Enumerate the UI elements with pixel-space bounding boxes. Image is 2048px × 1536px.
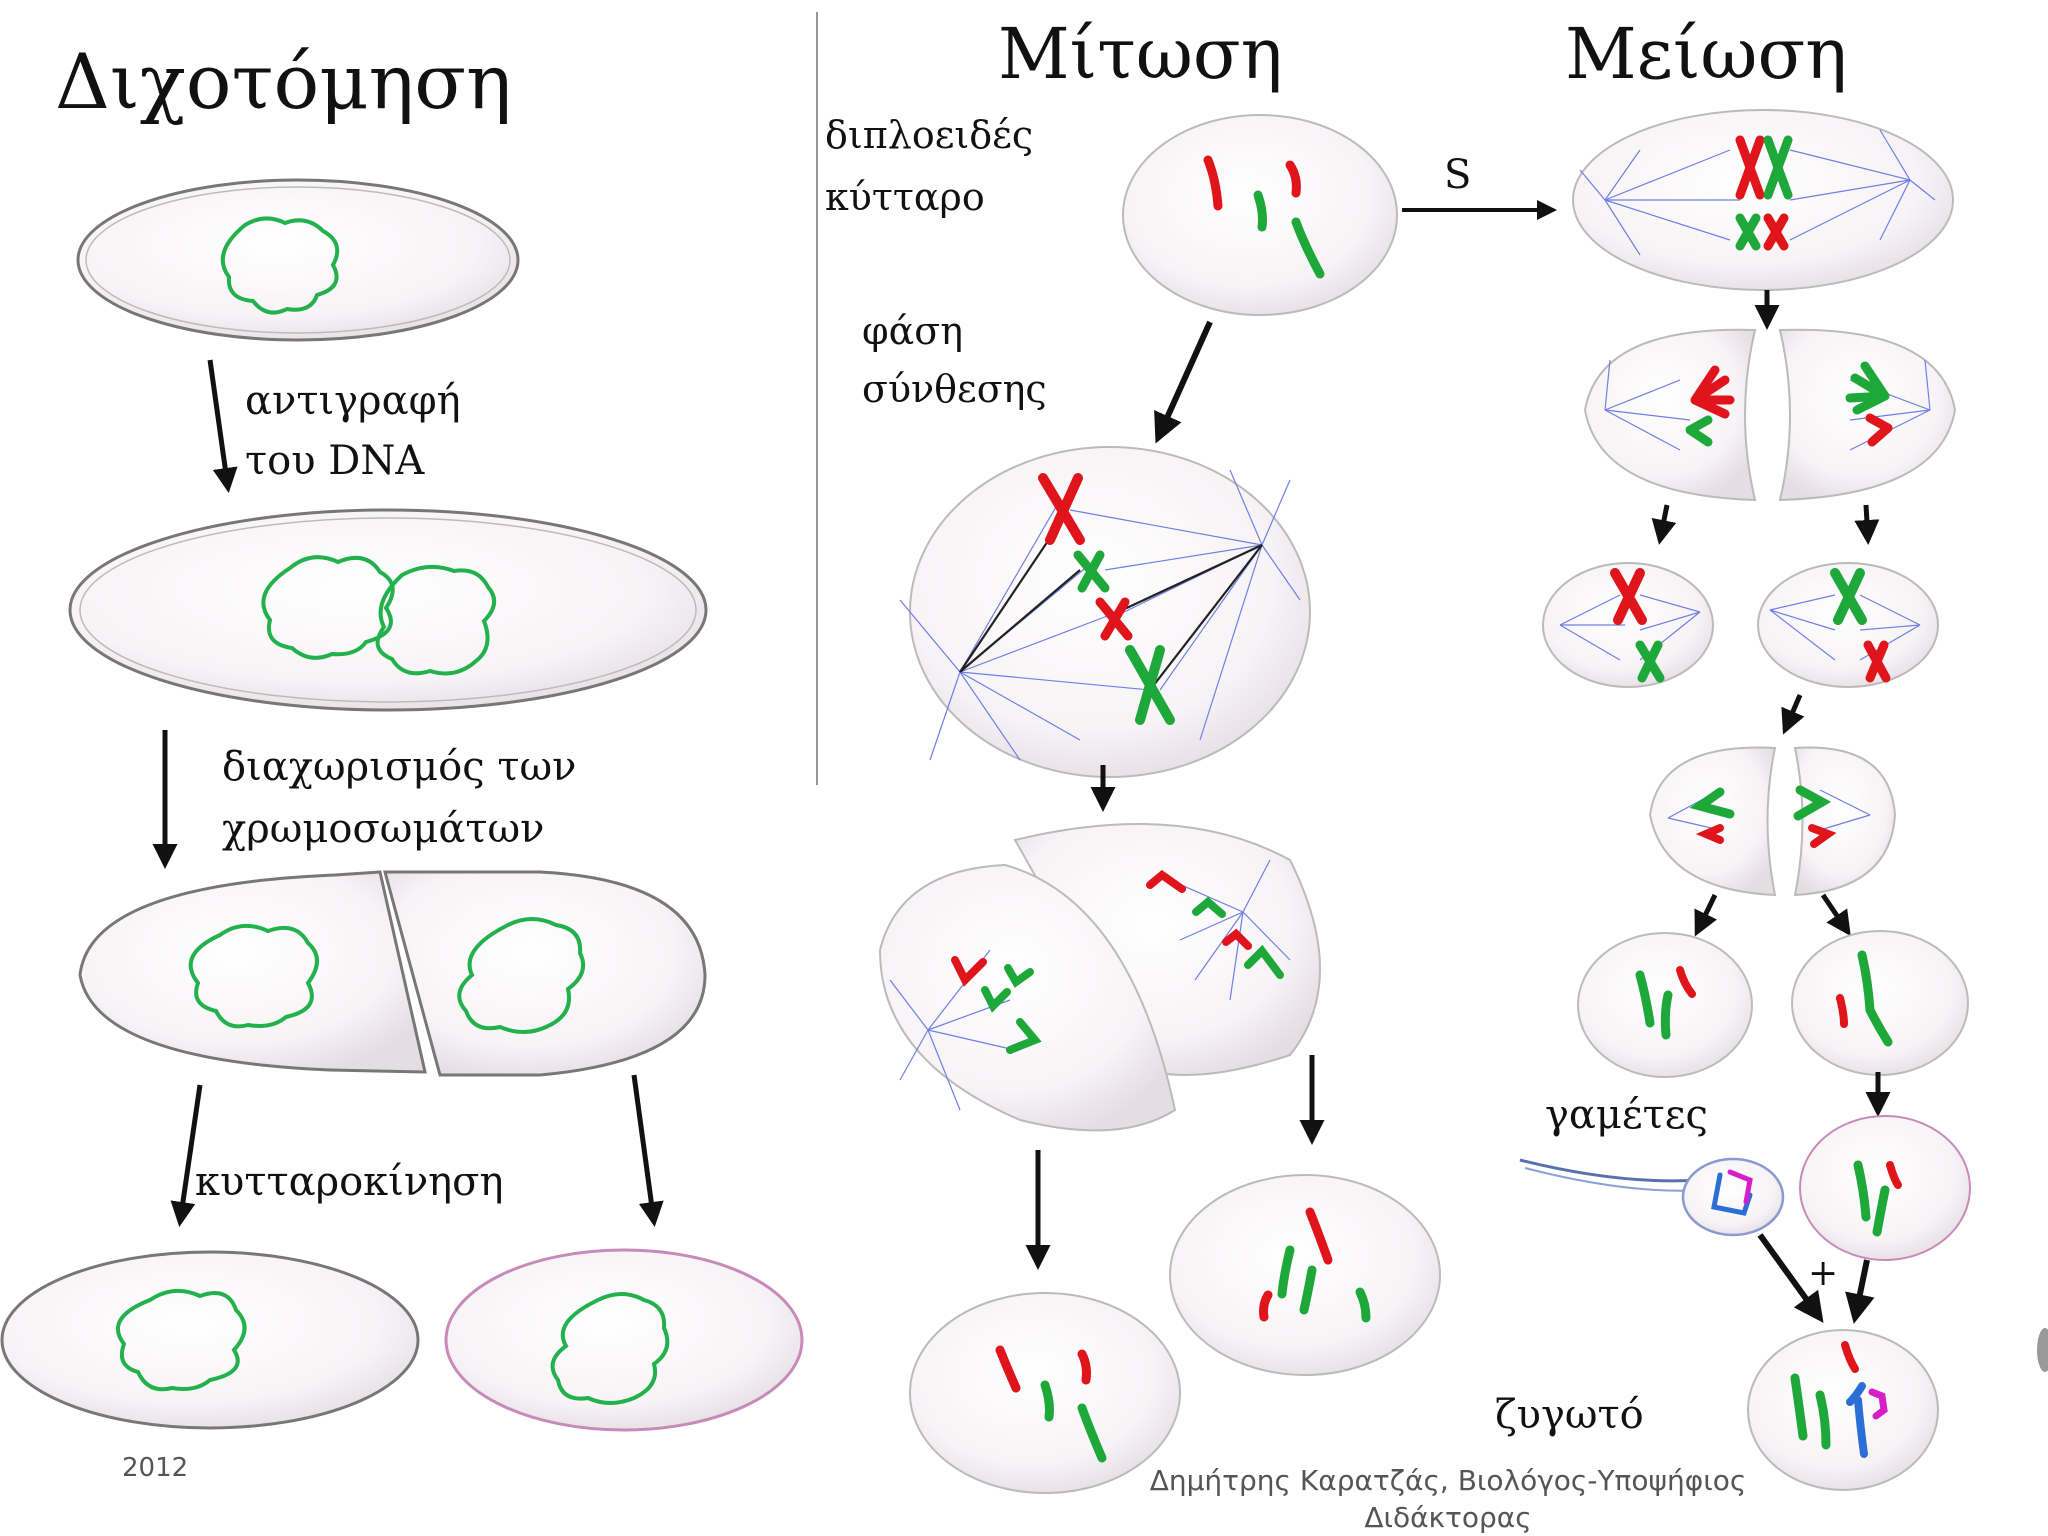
- plus-sign: +: [1808, 1253, 1838, 1294]
- mitosis-daughter-cell-right: [1169, 1174, 1441, 1376]
- arrow-fertilization-egg: [1845, 1259, 1875, 1324]
- binary-fission-column: αντιγραφή του DNA διαχωρισμός των χρωμοσ…: [0, 178, 804, 1432]
- circular-dna-2: [375, 564, 496, 676]
- circular-dna-left: [188, 923, 319, 1029]
- mitosis-column: διπλοειδές κύτταρο S φάση σύνθεσης: [825, 113, 1557, 1494]
- egg-cell: [1799, 1115, 1971, 1261]
- daughter-bacterial-cell-right: [444, 1248, 804, 1432]
- circular-dna: [220, 216, 340, 315]
- arrow-cytokinesis-right: [631, 1074, 664, 1227]
- bacterial-cell: [76, 178, 520, 342]
- meiosis-title: Μείωση: [1565, 13, 1847, 95]
- bacterial-cell-replicated: [68, 508, 708, 712]
- circular-dna-daughter-right: [550, 1292, 670, 1405]
- arrow-meiosis-2a: [1651, 504, 1677, 545]
- binary-fission-title: Διχοτόμηση: [55, 37, 512, 126]
- label-diploid-1: διπλοειδές: [825, 113, 1033, 157]
- circular-dna-1: [261, 555, 395, 660]
- mitosis-daughter-cell-left: [909, 1292, 1181, 1494]
- label-gametes: γαμέτες: [1545, 1092, 1708, 1138]
- separating-chromatids: [951, 869, 1284, 1054]
- diploid-cell: [1122, 114, 1398, 316]
- meiosis-anaphase-2: [1648, 746, 1897, 897]
- arrow-meiosis-3: [1781, 694, 1805, 735]
- meiosis-anaphase-1: [1583, 328, 1957, 502]
- mitosis-metaphase-cell: [899, 446, 1311, 778]
- label-replication-1: αντιγραφή: [245, 378, 461, 424]
- meiosis-2-metaphase-left: [1542, 562, 1714, 688]
- circular-dna-daughter-left: [116, 1288, 247, 1392]
- arrow-cytokinesis-left: [170, 1084, 203, 1227]
- bacterial-cell-dividing: [78, 870, 707, 1077]
- meiosis-metaphase-cell: [1572, 109, 1954, 291]
- daughter-bacterial-cell-left: [0, 1250, 420, 1430]
- meiosis-spindle: [1579, 129, 1936, 256]
- footer-author-2: Διδάκτορας: [1364, 1501, 1531, 1534]
- chromosome-red-large: [1038, 473, 1085, 545]
- label-diploid-2: κύτταρο: [825, 175, 985, 219]
- zygote-cell: [1747, 1329, 1939, 1491]
- haploid-cell-left: [1577, 932, 1753, 1078]
- sperm-cell: [1519, 1157, 1785, 1237]
- chromosome-red-small: [1095, 597, 1133, 641]
- label-s-phase: S: [1444, 152, 1471, 198]
- kinetochore-fibers: [959, 519, 1263, 691]
- label-synthesis-2: σύνθεσης: [862, 367, 1047, 411]
- label-cytokinesis: κυτταροκίνηση: [195, 1159, 503, 1205]
- edge-artifact: [2037, 1328, 2048, 1372]
- arrow-replication: [207, 359, 238, 493]
- chromosome-green-small: [1073, 550, 1110, 593]
- footer-author-1: Δημήτρης Καρατζάς, Βιολόγος-Υποψήφιος: [1150, 1464, 1747, 1497]
- label-synthesis-1: φάση: [862, 309, 963, 353]
- arrow-meiosis-2b: [1854, 504, 1880, 545]
- meiosis-2-metaphase-right: [1757, 562, 1939, 688]
- label-zygote: ζυγωτό: [1495, 1392, 1644, 1438]
- meiosis-column: γαμέτες + ζυγωτό: [1495, 109, 2048, 1491]
- chromosome-green-large: [1125, 645, 1175, 725]
- arrow-meiosis-4b: [1820, 893, 1851, 937]
- arrow-fertilization-sperm: [1757, 1233, 1824, 1323]
- circular-dna-right: [457, 917, 585, 1034]
- spindle-fibers: [899, 469, 1301, 761]
- label-replication-2: του DNA: [245, 438, 425, 484]
- homologous-pairs: [1735, 135, 1793, 251]
- label-separation-1: διαχωρισμός των: [222, 744, 576, 790]
- arrow-to-metaphase: [1154, 320, 1213, 444]
- arrow-meiosis-4a: [1694, 893, 1718, 937]
- haploid-cell-right: [1791, 930, 1969, 1076]
- mitosis-telophase-cell: [878, 823, 1321, 1132]
- label-separation-2: χρωμοσωμάτων: [222, 806, 544, 852]
- footer-year: 2012: [122, 1453, 188, 1483]
- mitosis-title: Μίτωση: [998, 13, 1283, 95]
